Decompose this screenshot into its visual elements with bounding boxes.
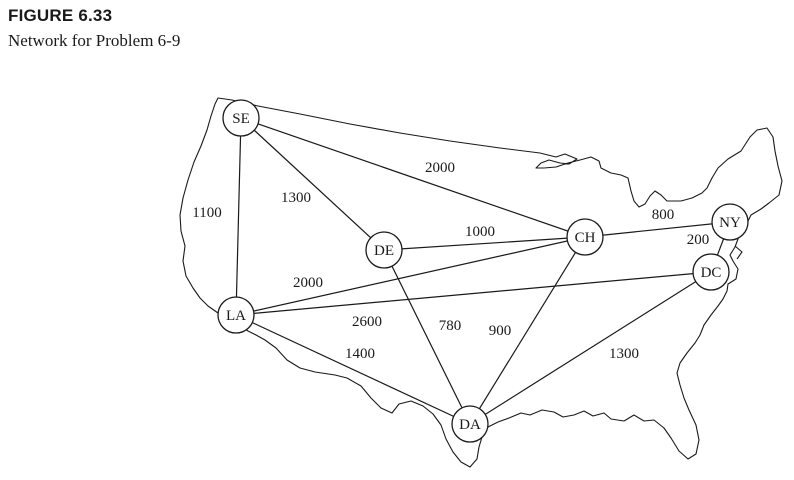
node-circle-de (365, 231, 403, 269)
edge-weight-dc-da: 1300 (609, 346, 639, 362)
node-label-la: LA (226, 308, 246, 324)
us-map-outline (179, 97, 783, 468)
node-ny: NY (711, 203, 749, 241)
edge-se-de (240, 117, 385, 251)
edge-ch-ny (584, 221, 731, 238)
edge-weight-se-la: 1100 (192, 205, 221, 221)
edge-se-la (235, 117, 242, 316)
edge-se-ch (240, 117, 586, 238)
edge-la-dc (235, 271, 712, 316)
node-dc: DC (692, 253, 730, 291)
edge-la-da (235, 314, 471, 425)
node-se: SE (222, 99, 260, 137)
node-label-ny: NY (719, 215, 741, 231)
node-circle-da (451, 405, 489, 443)
edge-weight-se-de: 1300 (281, 190, 311, 206)
edge-weight-ch-da: 900 (489, 323, 512, 339)
edge-la-ch (235, 236, 586, 316)
node-circle-dc (692, 253, 730, 291)
node-label-da: DA (459, 417, 481, 433)
node-layer: SE DE CH NY DC LA DA (217, 99, 749, 443)
weight-layer: 2000 1300 1100 1000 2000 2600 780 900 1400 1300 80… (192, 160, 709, 362)
node-da: DA (451, 405, 489, 443)
coast-detail (734, 245, 743, 260)
node-de: DE (365, 231, 403, 269)
node-label-dc: DC (701, 265, 722, 281)
edge-weight-la-da: 1400 (345, 346, 375, 362)
node-label-se: SE (232, 111, 250, 127)
edge-weight-la-dc: 2600 (352, 314, 382, 330)
node-circle-la (217, 296, 255, 334)
node-label-ch: CH (575, 230, 596, 246)
edge-weight-de-ch: 1000 (465, 224, 495, 240)
node-circle-se (222, 99, 260, 137)
edge-weight-ch-ny: 800 (652, 207, 675, 223)
edge-weight-se-ch: 2000 (425, 160, 455, 176)
edge-layer (235, 117, 731, 425)
node-la: LA (217, 296, 255, 334)
edge-weight-de-da: 780 (439, 318, 462, 334)
node-circle-ny (711, 203, 749, 241)
edge-weight-ny-dc: 200 (687, 232, 710, 248)
edge-dc-da (469, 271, 712, 425)
node-ch: CH (566, 218, 604, 256)
node-circle-ch (566, 218, 604, 256)
edge-de-ch (383, 236, 586, 251)
edge-de-da (383, 249, 471, 425)
node-label-de: DE (374, 243, 394, 259)
edge-ch-da (469, 236, 586, 425)
figure-caption: Network for Problem 6-9 (8, 31, 181, 50)
figure-label: FIGURE 6.33 (8, 6, 113, 25)
edge-weight-la-ch: 2000 (293, 275, 323, 291)
